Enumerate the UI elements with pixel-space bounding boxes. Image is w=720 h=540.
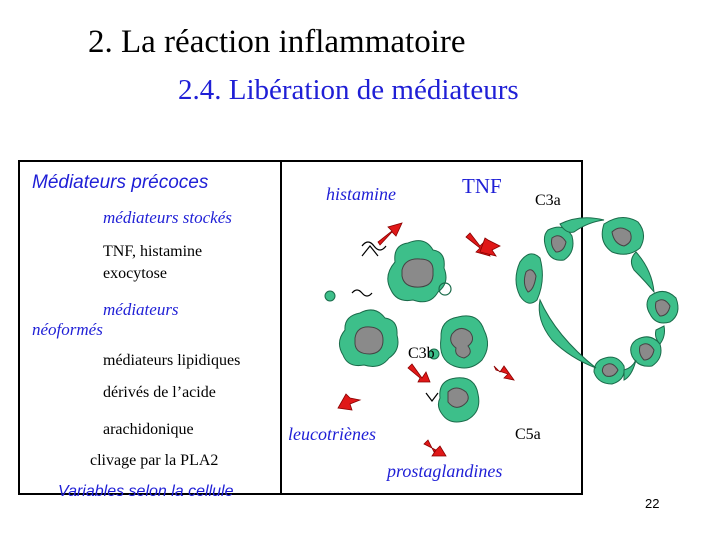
nucleus xyxy=(354,326,384,355)
variable-by-cell: Variables selon la cellule xyxy=(58,483,234,500)
granule-symbol xyxy=(361,241,387,251)
granule xyxy=(324,290,336,302)
mediator-symbols xyxy=(351,241,439,402)
prostaglandins-label: prostaglandines xyxy=(387,461,503,481)
mast-cell-bottom xyxy=(339,309,399,367)
neutrophil-ring xyxy=(515,217,679,385)
page-number: 22 xyxy=(645,496,660,511)
neoformed-title-line1: médiateurs xyxy=(103,300,179,319)
ring-link-4 xyxy=(623,359,637,381)
panel-divider xyxy=(280,160,282,495)
arachidonic: arachidonique xyxy=(103,421,194,438)
ring-nucleus-2 xyxy=(551,235,567,253)
nucleus xyxy=(401,258,434,288)
derived-from-acid: dérivés de l’acide xyxy=(103,384,216,401)
ring-nucleus-1 xyxy=(523,269,537,293)
pla2-cleavage: clivage par la PLA2 xyxy=(90,452,219,469)
granule xyxy=(428,348,440,360)
ring-nucleus-4 xyxy=(655,299,671,317)
nucleus xyxy=(447,387,469,408)
ring-link-5 xyxy=(538,298,597,369)
stored-mediators-title: médiateurs stockés xyxy=(103,208,232,227)
c3a-label: C3a xyxy=(535,192,561,209)
arrow-mid xyxy=(407,363,431,383)
neutrophil-lower xyxy=(437,377,480,423)
mast-cell-top xyxy=(387,240,447,303)
c5a-label: C5a xyxy=(515,426,541,443)
granule-symbol xyxy=(361,245,379,257)
ring-link-3 xyxy=(655,325,665,345)
arrow-right-mid xyxy=(493,365,515,381)
ring-nucleus-6 xyxy=(601,363,619,377)
slide-subtitle: 2.4. Libération de médiateurs xyxy=(178,74,519,106)
arrow-top-histamine xyxy=(377,222,403,246)
red-arrows xyxy=(337,222,515,457)
ring-link-1 xyxy=(559,217,605,233)
early-mediators-heading: Médiateurs précoces xyxy=(32,172,209,193)
granule-symbol xyxy=(425,392,439,402)
slide-title: 2. La réaction inflammatoire xyxy=(88,24,466,60)
granules xyxy=(324,282,452,360)
stored-example-2: exocytose xyxy=(103,265,167,282)
neoformed-title-line2: néoformés xyxy=(32,320,103,339)
stored-example-1: TNF, histamine xyxy=(103,243,203,260)
ring-nucleus-3 xyxy=(611,227,632,247)
granule-symbol xyxy=(351,289,373,297)
c3b-label: C3b xyxy=(408,345,435,362)
tnf-label: TNF xyxy=(462,174,502,198)
neutrophil-middle xyxy=(440,315,488,369)
arrow-right-upper xyxy=(479,237,501,257)
leukotrienes-label: leucotriènes xyxy=(288,424,376,444)
ring-link-2 xyxy=(630,251,655,294)
ring-nucleus-5 xyxy=(639,343,655,361)
arrow-left-low xyxy=(337,393,362,411)
content-frame xyxy=(18,160,583,495)
lipid-mediators: médiateurs lipidiques xyxy=(103,352,241,369)
granule xyxy=(438,282,452,296)
nucleus xyxy=(450,328,474,359)
histamine-label: histamine xyxy=(326,184,396,204)
arrow-bottom xyxy=(423,439,447,457)
